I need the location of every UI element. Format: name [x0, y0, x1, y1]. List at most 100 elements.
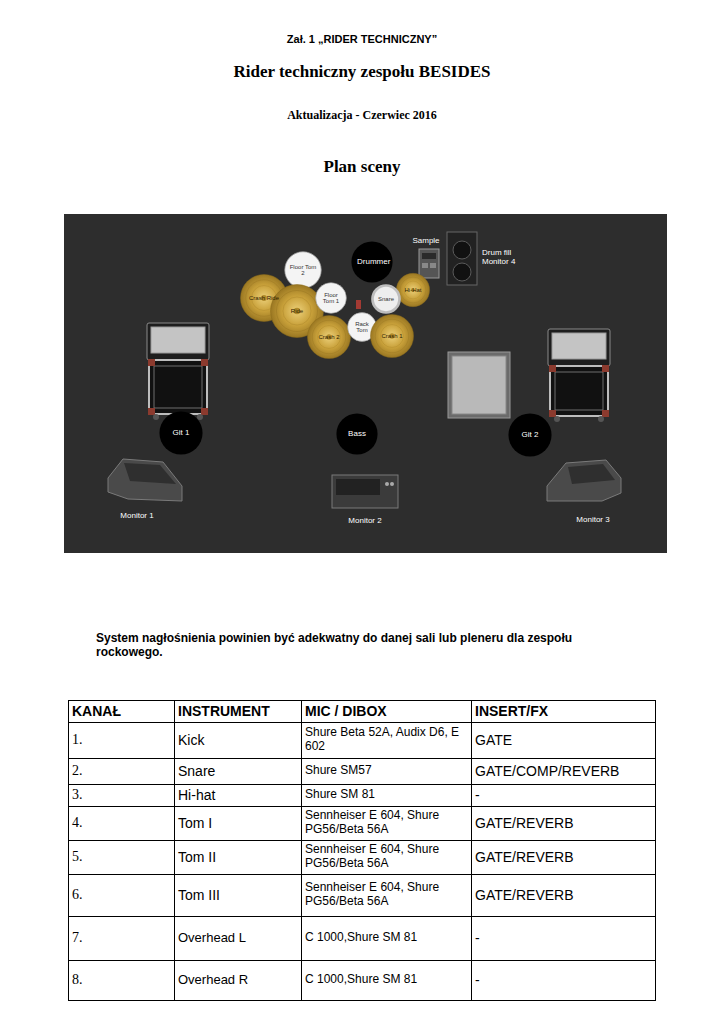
cymbal-disc [307, 315, 350, 358]
table-cell: KANAŁ [72, 702, 170, 720]
table-cell: GATE [475, 724, 651, 756]
node-label: Crash 2 [318, 334, 339, 340]
node-label: Crash Ride [249, 295, 279, 301]
table-cell: Kick [178, 724, 297, 756]
cymbal-circle: Hi-Hat [396, 273, 430, 307]
stage-label: Sample [404, 236, 448, 245]
case-corner [549, 365, 556, 372]
sample-pad-screen [422, 253, 436, 259]
table-cell: - [475, 786, 651, 804]
heading-text: Zał. 1 „RIDER TECHNICZNY” [162, 33, 562, 46]
cymbal-ring [404, 281, 422, 299]
table-cell: - [475, 918, 651, 958]
drum-circle: Floor Tom 1 [315, 282, 347, 314]
monitor-box [332, 475, 398, 508]
cymbal-ring [283, 297, 311, 325]
cymbal-circle: Crash 2 [307, 315, 351, 359]
case-wheel [197, 414, 203, 420]
case-wheel [153, 414, 159, 420]
drum-head [373, 286, 400, 313]
table-cell: Overhead L [178, 918, 297, 958]
table-cell: 5. [72, 842, 170, 872]
node-label: Git 1 [173, 429, 190, 437]
monitor-knob [385, 482, 389, 486]
node-label: Floor Tom 2 [290, 264, 317, 277]
sample-pad-button [422, 263, 428, 268]
player-disc [351, 241, 392, 282]
flight-case [149, 360, 207, 414]
table-cell: Overhead R [178, 962, 297, 998]
table-cell: Sennheiser E 604, Shure PG56/Beta 56A [305, 808, 467, 838]
monitor-knob [390, 482, 394, 486]
stage-label: Drum fill Monitor 4 [482, 248, 534, 266]
stage-label: Monitor 1 [102, 511, 172, 520]
cymbal-ring [318, 326, 341, 349]
table-cell: GATE/REVERB [475, 842, 651, 872]
table-cell: INSTRUMENT [178, 702, 297, 720]
table-cell: Shure SM 81 [305, 786, 467, 804]
table-cell: GATE/COMP/REVERB [475, 760, 651, 782]
stage-background [64, 214, 667, 553]
monitor-panel [336, 479, 380, 495]
case-wheel [598, 416, 604, 422]
table-line [68, 874, 655, 875]
table-cell: Tom II [178, 842, 297, 872]
table-border [69, 701, 656, 1001]
speaker-cone [453, 263, 471, 281]
cymbal-disc [396, 273, 429, 306]
table-cell: 4. [72, 808, 170, 838]
drum-head [316, 283, 347, 314]
player-disc [508, 413, 551, 456]
note-text: System nagłośnienia powinien być adekwat… [96, 632, 596, 660]
snare-circle: Snare [371, 284, 401, 314]
bass-cabinet [448, 352, 510, 418]
table-line [301, 700, 302, 1000]
table-cell: Shure Beta 52A, Audix D6, E 602 [305, 724, 467, 756]
node-label: Bass [348, 430, 366, 438]
node-label: Drummer [357, 258, 387, 266]
cymbal-ring [312, 320, 345, 353]
document-title: Rider techniczny zespołu BESIDES [112, 62, 612, 82]
case-corner [148, 408, 155, 415]
player-disc [336, 413, 377, 454]
case-corner [201, 408, 208, 415]
kick-pedal [356, 300, 361, 309]
node-label: Floor Tom 1 [320, 292, 343, 305]
table-cell: 1. [72, 724, 170, 756]
table-line [68, 960, 655, 961]
table-line [68, 840, 655, 841]
table-line [68, 806, 655, 807]
amp-body [548, 329, 610, 366]
table-cell: 2. [72, 760, 170, 782]
amp-body [147, 323, 209, 360]
player-circle: Git 2 [508, 413, 552, 457]
drum-head [285, 252, 321, 288]
sample-pad [419, 249, 439, 278]
flight-case [550, 366, 608, 416]
monitor-wedge [108, 459, 182, 501]
stage-label: Monitor 2 [330, 516, 400, 525]
case-corner [549, 410, 556, 417]
heading-text: Plan sceny [162, 157, 562, 177]
sample-pad-button [430, 263, 436, 268]
player-disc [159, 411, 202, 454]
flight-case-panel [555, 372, 603, 410]
table-cell: Tom III [178, 876, 297, 914]
heading-text: Aktualizacja - Czerwiec 2016 [162, 109, 562, 123]
cymbal-ring [400, 277, 426, 303]
cymbal-ring [381, 325, 404, 348]
player-circle: Git 1 [159, 411, 203, 455]
monitor-grille [124, 463, 176, 484]
node-label: Snare [378, 296, 394, 302]
table-cell: 3. [72, 786, 170, 804]
speaker-cone [453, 241, 471, 259]
table-cell: C 1000,Shure SM 81 [305, 918, 467, 958]
node-label: Hi-Hat [404, 287, 421, 293]
table-cell: INSERT/FX [475, 702, 651, 720]
table-line [68, 758, 655, 759]
player-circle: Drummer [351, 241, 393, 283]
drum-fill-speaker [447, 232, 477, 285]
